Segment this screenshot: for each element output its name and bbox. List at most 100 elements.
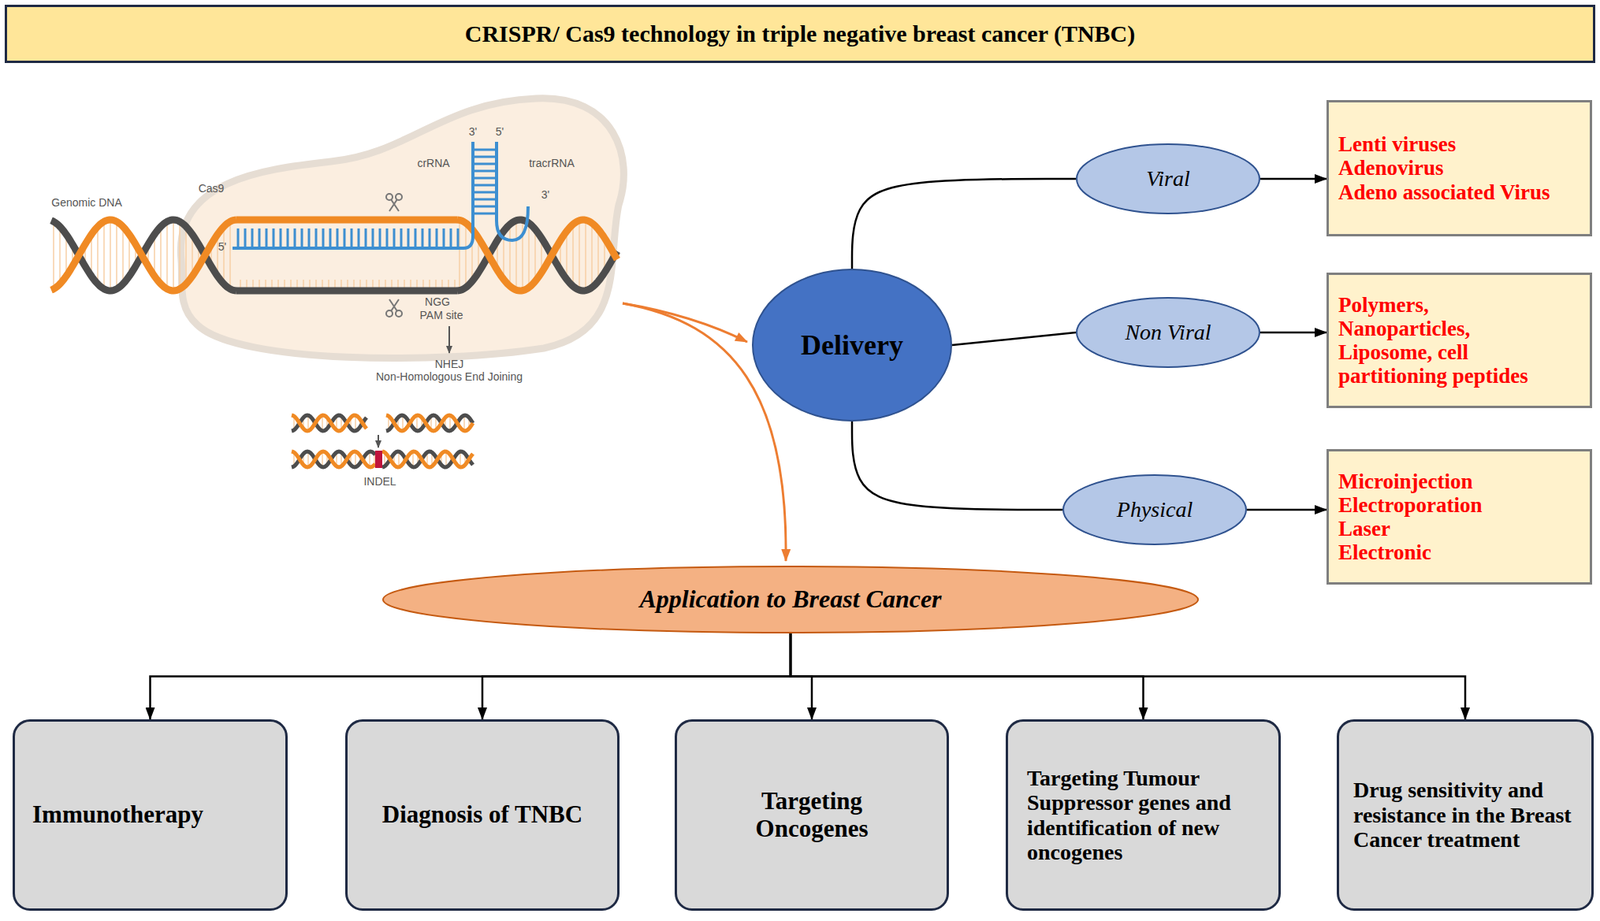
helix-rung xyxy=(178,221,181,290)
rna-tick xyxy=(315,228,318,247)
figure-label: Cas9 xyxy=(198,182,225,195)
node-text: Targeting Tumour Suppressor genes and id… xyxy=(1026,766,1260,865)
application-box: Immunotherapy xyxy=(12,719,288,912)
node-text: Liposome, cell partitioning peptides xyxy=(1338,340,1581,388)
helix-rung xyxy=(597,229,600,282)
rna-tick xyxy=(435,228,439,247)
helix-rung xyxy=(578,220,581,291)
rna-tick xyxy=(286,228,290,247)
figure-label: 3' xyxy=(541,189,550,201)
connector xyxy=(1246,509,1327,512)
figure-label: INDEL xyxy=(363,476,396,488)
helix-rung xyxy=(96,226,99,285)
figure-label: crRNA xyxy=(416,157,450,170)
rna-tick xyxy=(474,198,495,201)
node-text: Viral xyxy=(1146,166,1190,191)
application-box: Diagnosis of TNBC xyxy=(345,719,620,912)
rna-tick xyxy=(322,228,325,247)
figure-label: 5' xyxy=(218,241,227,254)
helix-rung xyxy=(160,226,162,285)
rna-tick xyxy=(407,228,410,247)
rna-tick xyxy=(308,228,311,247)
rna-tick xyxy=(474,148,495,152)
rna-tick xyxy=(343,228,347,247)
helix-rung xyxy=(534,229,536,282)
rna-tick xyxy=(272,228,276,247)
rna-tick xyxy=(474,156,495,159)
dna-strand xyxy=(386,415,473,432)
route-ellipse: Physical xyxy=(1062,474,1247,546)
rna-tick xyxy=(428,228,432,247)
indel-mark xyxy=(375,450,383,469)
dna-strand xyxy=(457,219,618,291)
connector xyxy=(790,633,1466,720)
rna-tick xyxy=(265,228,268,247)
application-box: Drug sensitivity and resistance in the B… xyxy=(1336,719,1594,912)
node-text: Electroporation xyxy=(1338,493,1482,518)
helix-rung xyxy=(172,219,175,291)
node-text: Nanoparticles, xyxy=(1338,316,1470,341)
method-list-box: Lenti virusesAdenovirusAdeno associated … xyxy=(1326,100,1593,237)
figure-label: PAM site xyxy=(420,309,464,322)
helix-rung xyxy=(591,223,593,288)
rna-tick xyxy=(474,205,495,209)
helix-rung xyxy=(465,223,467,288)
rna-tick xyxy=(379,228,382,247)
rna-tick xyxy=(258,228,261,247)
node-text: Application to Breast Cancer xyxy=(639,585,942,614)
guide-rna xyxy=(232,141,529,249)
title: CRISPR/ Cas9 technology in triple negati… xyxy=(465,20,1136,48)
rna-tick xyxy=(350,228,354,247)
connector xyxy=(852,421,1063,510)
helix-rung xyxy=(223,226,225,285)
dna-strand xyxy=(386,415,473,432)
node-text: Laser xyxy=(1338,517,1391,541)
dna-strand xyxy=(382,451,473,468)
dna-strand xyxy=(291,451,376,468)
rna-tick xyxy=(357,228,361,247)
rna-tick xyxy=(244,228,247,247)
helix-rung xyxy=(52,221,55,290)
dna-strand xyxy=(236,287,458,295)
rna-tick xyxy=(293,228,297,247)
rna-tick xyxy=(421,228,425,247)
helix-rung xyxy=(109,219,112,291)
figure-label: tracrRNA xyxy=(528,157,575,170)
figure-label: Genomic DNA xyxy=(51,197,122,209)
node-text: Microinjection xyxy=(1338,469,1473,494)
rna-tick xyxy=(251,228,254,247)
ellipse-shape xyxy=(1076,297,1260,368)
delivery-circle: Delivery xyxy=(751,268,953,422)
node-text: Lenti viruses xyxy=(1338,132,1456,157)
application-box: Targeting Tumour Suppressor genes and id… xyxy=(1005,719,1281,912)
helix-rung xyxy=(122,226,124,285)
rna-tick xyxy=(237,228,240,247)
dna-strand xyxy=(457,219,618,291)
rna-ticks xyxy=(238,149,495,247)
dna-strand xyxy=(291,451,376,468)
dna-strand xyxy=(291,415,367,432)
figure-label: Non-Homologous End Joining xyxy=(375,371,523,384)
helix-rung xyxy=(185,226,187,285)
ellipse-shape xyxy=(1063,475,1247,545)
application-ellipse: Application to Breast Cancer xyxy=(382,565,1199,634)
node-text: Physical xyxy=(1116,497,1193,522)
rna-tick xyxy=(393,228,396,247)
helix-rung xyxy=(515,220,518,291)
node-text: Non Viral xyxy=(1124,320,1211,345)
node-text: Polymers, xyxy=(1338,293,1429,317)
helix-rung xyxy=(229,221,231,290)
helix-rung xyxy=(166,221,168,290)
ellipse-shape xyxy=(752,269,952,421)
figure-label: 5' xyxy=(495,126,504,138)
helix-rung xyxy=(572,224,574,287)
rna-tick xyxy=(442,228,446,247)
figure-label: 3' xyxy=(468,126,477,138)
rna-tick xyxy=(301,228,304,247)
helix-rung xyxy=(528,223,530,288)
helix-rung xyxy=(565,230,568,280)
rna-tick xyxy=(414,228,417,247)
rna-tick xyxy=(279,228,283,247)
rna-tick xyxy=(474,163,495,166)
